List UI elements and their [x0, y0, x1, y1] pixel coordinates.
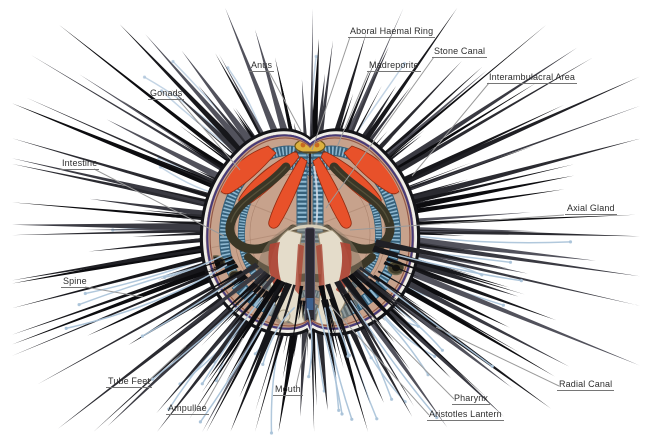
label-gonads: Gonads — [148, 88, 185, 100]
label-spine: Spine — [61, 276, 89, 288]
label-interambulacral-area: Interambulacral Area — [487, 72, 578, 84]
leader-line-radial-canal — [435, 326, 560, 387]
leader-line-anus — [267, 69, 302, 132]
leader-line-stone-canal — [325, 56, 435, 209]
label-tube-feet: Tube Feet — [106, 376, 153, 388]
label-axial-gland: Axial Gland — [565, 203, 617, 215]
label-pharynx: Pharynx — [452, 393, 491, 405]
leader-line-gonads — [176, 97, 241, 171]
label-aristotles-lantern: Aristotles Lantern — [427, 409, 504, 421]
leader-line-tube-feet — [144, 345, 187, 385]
label-radial-canal: Radial Canal — [557, 379, 615, 391]
label-mouth: Mouth — [273, 384, 303, 396]
tube-feet-front — [64, 254, 524, 424]
leader-lines — [84, 36, 565, 416]
leader-line-mouth — [295, 329, 310, 387]
label-aboral-haemal-ring: Aboral Haemal Ring — [348, 26, 436, 38]
leader-line-intestine — [93, 168, 225, 237]
label-ampullae: Ampullae — [166, 403, 209, 415]
leader-line-aboral-haemal-ring — [311, 36, 351, 151]
leader-line-aristotles-lantern — [329, 304, 430, 416]
label-intestine: Intestine — [60, 158, 100, 170]
leader-line-madreporite — [336, 70, 370, 148]
leader-line-spine — [84, 286, 144, 298]
leader-line-pharynx — [351, 295, 455, 400]
label-stone-canal: Stone Canal — [432, 46, 488, 58]
leader-line-axial-gland — [349, 214, 565, 231]
spines-front — [157, 239, 525, 419]
label-madreporite: Madreporite — [367, 60, 421, 72]
leader-line-ampullae — [201, 337, 244, 411]
leader-line-interambulacral-area — [411, 82, 490, 177]
label-anus: Anus — [249, 60, 275, 72]
